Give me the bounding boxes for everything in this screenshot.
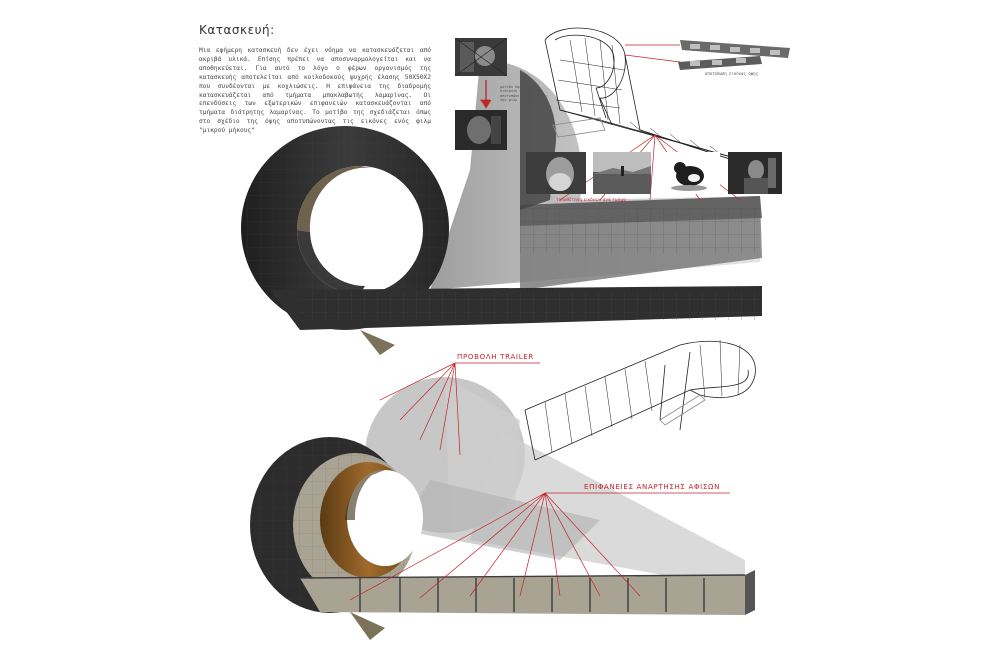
photo-person-dark — [728, 152, 782, 194]
photo-old-man — [526, 152, 586, 194]
construction-description: Μια εφήμερη κατασκευή δεν έχει νόημα να … — [199, 47, 431, 135]
top-render — [241, 60, 762, 355]
film-frame-bottom — [455, 110, 507, 150]
photo-landscape — [593, 152, 651, 194]
label-poster-surfaces: ΕΠΙΦΑΝΕΙΕΣ ΑΝΑΡΤΗΣΗΣ ΑΦΙΣΩΝ — [584, 483, 721, 491]
film-strips — [678, 40, 790, 70]
bottom-render — [250, 377, 755, 640]
bottom-wireframe — [524, 339, 756, 461]
film-strip-caption: αποτύπωση εικόνας όψης — [705, 71, 758, 76]
top-wireframe — [544, 27, 771, 173]
photo-row-caption: τοποθέτηση εικόνων ανά τμήμα — [556, 197, 627, 202]
photo-cat — [658, 152, 720, 194]
section-heading: Κατασκευή: — [199, 23, 275, 37]
label-trailer-projection: ΠΡΟΒΟΛΗ TRAILER — [457, 353, 534, 361]
bottom-annotation-lines — [349, 362, 730, 601]
bottom-ground-tread — [300, 575, 745, 615]
film-frame-top — [455, 38, 507, 76]
top-ring-inner — [297, 166, 423, 294]
small-note: μοτίβο όψης: η διάτρητη επιφάνεια αποτυπ… — [500, 85, 548, 103]
